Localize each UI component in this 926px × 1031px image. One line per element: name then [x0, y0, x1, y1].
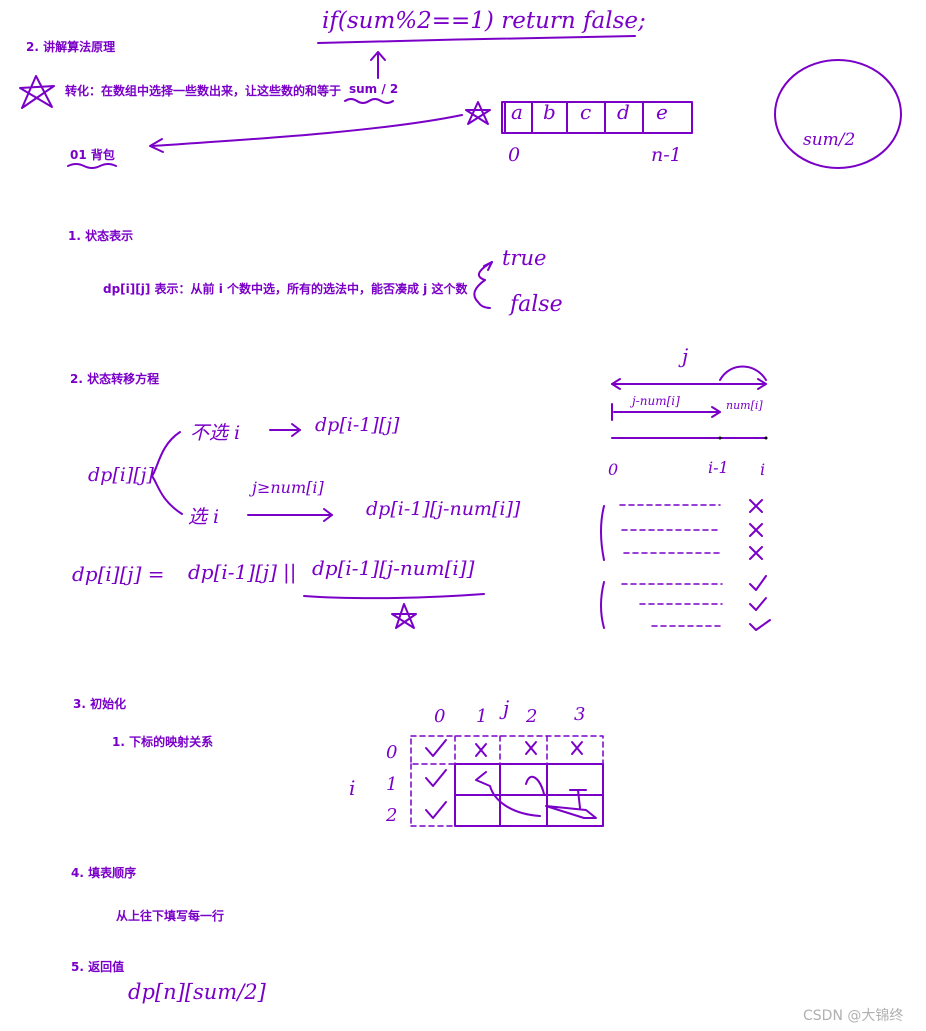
choose-result: dp[i-1][j-num[i]]: [366, 498, 521, 520]
col-header-3: 3: [574, 704, 586, 725]
return-value: dp[n][sum/2]: [128, 980, 266, 1004]
dependency-stroke: [475, 771, 541, 817]
state-definition: dp[i][j] 表示：从前 i 个数中选，所有的选法中，能否凑成 j 这个数: [103, 282, 468, 296]
col-header-0: 0: [434, 706, 446, 727]
col-header-1: 1: [476, 706, 488, 727]
section-heading-principle: 2. 讲解算法原理: [26, 40, 116, 54]
sum-half-circle: [774, 59, 902, 169]
small-star-icon: [465, 101, 491, 125]
target-arrow: [545, 805, 597, 819]
col-header-2: 2: [526, 706, 538, 727]
top-note-underline: [317, 35, 636, 44]
equation-or: ||: [283, 560, 297, 584]
knapsack-squiggle: [67, 163, 117, 169]
equation-underline: [303, 593, 485, 600]
choose-label: 选 i: [188, 506, 220, 528]
circle-label: sum/2: [803, 130, 856, 150]
knapsack-label: 01 背包: [70, 148, 115, 162]
side-arc: [719, 365, 767, 381]
outcome-false: false: [510, 292, 563, 317]
cross-icon: [475, 743, 487, 757]
dependency-stroke: [569, 789, 587, 809]
row-header-0: 0: [386, 742, 398, 763]
check-icon: [749, 619, 771, 631]
top-note: if(sum%2==1) return false;: [322, 8, 646, 34]
array-cell-c: c: [580, 100, 592, 124]
side-label-0: 0: [608, 460, 619, 479]
col-var-j: j: [503, 696, 510, 720]
array-cell-d: d: [617, 100, 630, 124]
watermark: CSDN @大锦终: [803, 1008, 904, 1024]
cross-icon: [749, 546, 763, 560]
array-index-start: 0: [508, 144, 521, 166]
side-label-i-minus: i-1: [708, 458, 729, 477]
not-choose-result: dp[i-1][j]: [315, 414, 400, 436]
transition-brace: [151, 431, 183, 515]
equation-star-icon: [391, 603, 417, 629]
sum-squiggle: [344, 98, 394, 104]
section-heading-state: 1. 状态表示: [68, 229, 134, 243]
arrow-left-head: [149, 138, 164, 153]
side-label-j-minus: j-num[i]: [632, 394, 680, 408]
section-heading-return: 5. 返回值: [71, 960, 125, 974]
array-cell-b: b: [543, 100, 556, 124]
brace-bottom: [473, 279, 491, 309]
equation-rhs1: dp[i-1][j]: [188, 560, 277, 584]
cross-icon: [749, 523, 763, 537]
bracket-bottom: [600, 581, 605, 629]
cross-icon: [525, 741, 537, 755]
transform-text: 转化：在数组中选择一些数出来，让这些数的和等于: [65, 84, 342, 98]
transform-target: sum / 2: [349, 82, 399, 96]
not-choose-label: 不选 i: [190, 422, 241, 444]
transition-lhs: dp[i][j]: [88, 464, 154, 486]
fill-order-text: 从上往下填写每一行: [116, 909, 225, 923]
side-label-i: i: [760, 460, 766, 479]
cross-icon: [749, 499, 763, 513]
outcome-true: true: [502, 246, 547, 270]
array-cell-e: e: [656, 100, 668, 124]
section-heading-fill-order: 4. 填表顺序: [71, 866, 137, 880]
side-label-j: j: [682, 344, 689, 368]
equation-rhs2: dp[i-1][j-num[i]]: [312, 556, 475, 580]
choose-condition: j≥num[i]: [252, 478, 324, 497]
row-var-i: i: [349, 776, 356, 800]
section-heading-transition: 2. 状态转移方程: [70, 372, 160, 386]
cross-icon: [571, 741, 583, 755]
check-icon: [425, 739, 447, 757]
array-index-end: n-1: [651, 144, 682, 166]
dependency-stroke: [525, 775, 545, 795]
check-icon: [425, 769, 447, 787]
array-to-knapsack-arrow: [151, 114, 463, 147]
array-box: [501, 101, 693, 134]
bracket-top: [600, 505, 605, 561]
arrow-up-head: [370, 51, 386, 61]
check-icon: [749, 575, 767, 591]
side-label-num: num[i]: [726, 399, 763, 412]
star-icon: [19, 75, 55, 109]
equation-lhs: dp[i][j] =: [72, 562, 165, 586]
array-cell-a: a: [511, 100, 523, 124]
row-header-2: 2: [386, 805, 398, 826]
check-icon: [425, 801, 447, 819]
section-heading-init: 3. 初始化: [73, 697, 127, 711]
row-header-1: 1: [386, 774, 398, 795]
init-subheading: 1. 下标的映射关系: [112, 735, 214, 749]
check-icon: [749, 597, 767, 611]
